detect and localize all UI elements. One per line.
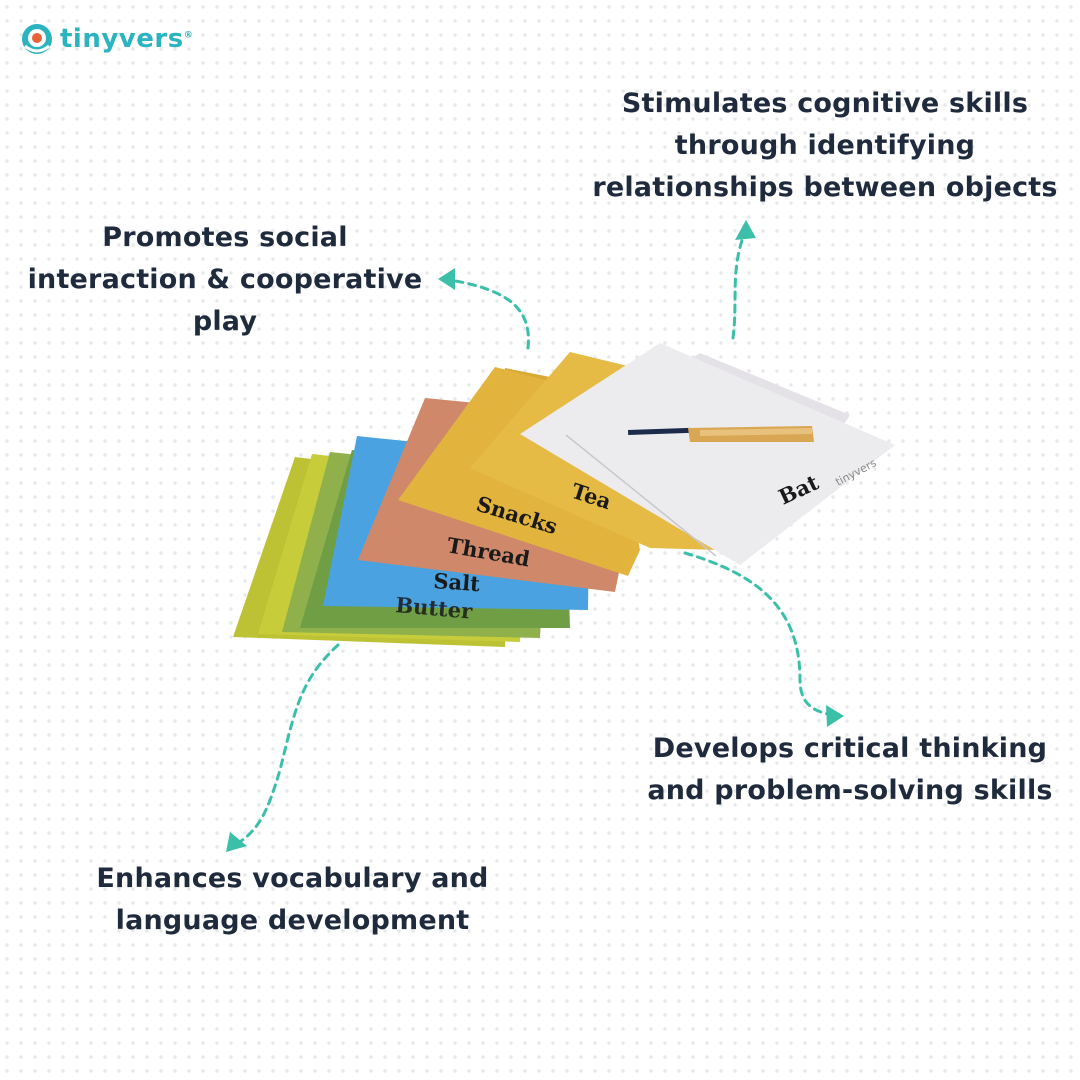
connector-arrows	[233, 230, 835, 847]
card-white	[520, 343, 895, 565]
brand-logo-icon	[22, 24, 52, 54]
arrow-top-left	[448, 278, 530, 350]
arrow-head-top-left	[438, 268, 455, 290]
card-stack	[233, 343, 895, 647]
arrow-bottom-left	[233, 643, 340, 847]
caption-cognitive-skills: Stimulates cognitive skills through iden…	[575, 83, 1075, 209]
caption-critical-thinking: Develops critical thinking and problem-s…	[630, 728, 1070, 812]
arrow-head-bottom-left	[226, 832, 247, 852]
caption-line: language development	[115, 905, 470, 936]
brand-logo: tinyvers®	[20, 22, 193, 56]
caption-line: relationships between objects	[592, 172, 1058, 203]
caption-line: interaction & cooperative	[27, 264, 423, 295]
caption-vocabulary: Enhances vocabulary and language develop…	[80, 858, 505, 942]
card-word-salt: Salt	[433, 568, 481, 596]
caption-line: Enhances vocabulary and	[96, 863, 489, 894]
arrow-top-right	[731, 230, 747, 340]
caption-line: through identifying	[674, 130, 976, 161]
arrow-head-bottom-right	[826, 705, 844, 727]
arrow-heads	[226, 220, 844, 852]
caption-line: Develops critical thinking	[652, 733, 1048, 764]
arrow-bottom-right	[683, 551, 835, 717]
caption-social-interaction: Promotes social interaction & cooperativ…	[10, 217, 440, 343]
bat-picture	[628, 426, 814, 442]
caption-line: Promotes social	[102, 222, 348, 253]
arrow-head-top-right	[735, 220, 756, 240]
caption-line: and problem-solving skills	[647, 775, 1053, 806]
caption-line: play	[192, 306, 258, 337]
caption-line: Stimulates cognitive skills	[621, 88, 1029, 119]
brand-name: tinyvers®	[60, 24, 194, 54]
